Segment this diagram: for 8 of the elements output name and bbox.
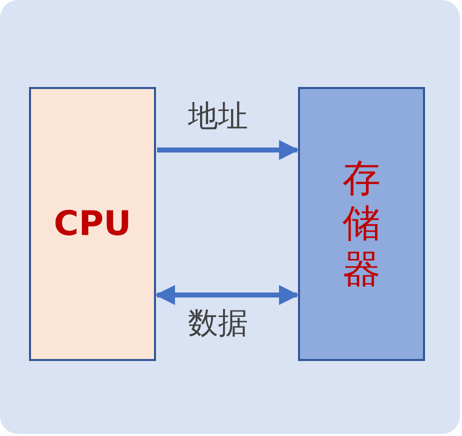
- arrow: [157, 140, 299, 160]
- edge-label: 地址: [187, 102, 249, 132]
- node-label: CPU: [54, 202, 132, 246]
- cpu-box: [29, 87, 156, 361]
- edge-label: 数据: [187, 309, 249, 339]
- node-label: 存储器: [342, 156, 380, 292]
- memory-box: [298, 87, 425, 361]
- arrow: [155, 285, 299, 305]
